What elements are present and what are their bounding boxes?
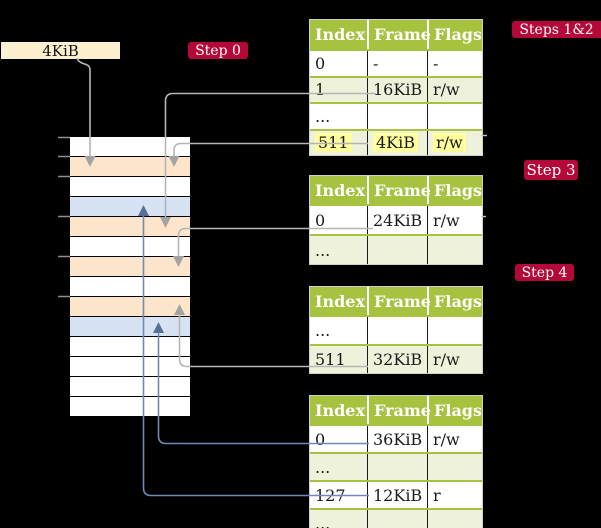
page-table-final-row-1-cell-2 [427, 454, 482, 480]
page-table-final-header-frame: Frame [367, 396, 431, 424]
memory-stack-row-4 [70, 197, 190, 216]
badge-step-4: Step 4 [515, 264, 574, 281]
stack-tick-marks [58, 136, 70, 298]
page-table-final-header-index: Index [315, 400, 366, 420]
highlighted-value: 511 [315, 133, 352, 153]
page-table-step-4-row-1-cell-2: r/w [427, 346, 482, 373]
page-table-step-4-row-1-cell-1: 32KiB [367, 346, 427, 373]
page-table-step-4-header-frame: Frame [367, 287, 431, 315]
page-table-steps-1-2-row-3-cell-0: 511 [310, 131, 367, 156]
page-table-final-row-0-cell-2: r/w [427, 426, 482, 452]
page-table-final-row-2-cell-0: 127 [315, 485, 346, 505]
page-table-steps-1-2-row-3-cell-1: 4KiB [367, 130, 427, 155]
memory-stack-row-2 [70, 157, 190, 176]
memory-stack-row-11 [70, 337, 190, 356]
page-table-final-header-flags: Flags [427, 396, 482, 424]
memory-stack-row-6 [70, 237, 190, 256]
page-table-step-4-header-index: Index [315, 291, 366, 311]
page-table-final-row-0-cell-0: 0 [315, 429, 326, 449]
page-table-step-3-row-0-cell-2: r/w [427, 206, 482, 234]
page-table-step-3-row-1: ... [310, 234, 482, 264]
page-table-steps-1-2-row-1-cell-0: 1 [315, 80, 326, 100]
page-table-steps-1-2-row-0-cell-2: - [427, 51, 482, 76]
page-table-step-3-header-index: Index [315, 180, 366, 200]
page-table-steps-1-2-row-0-cell-1: - [367, 51, 427, 76]
page-table-final-row-1: ... [310, 452, 482, 480]
page-table-steps-1-2-header-flags: Flags [427, 20, 482, 49]
page-size-box: 4KiB [1, 41, 120, 60]
badge-steps-1-2: Steps 1&2 [512, 21, 601, 38]
memory-stack-row-1 [70, 137, 190, 156]
page-table-final-row-2-cell-1: 12KiB [367, 482, 427, 508]
highlighted-value: 4KiB [373, 133, 419, 153]
page-table-step-3-header-frame: Frame [367, 176, 431, 204]
memory-stack-row-9 [70, 297, 190, 316]
page-table-steps-1-2-row-2-cell-2 [427, 104, 482, 129]
memory-stack-row-8 [70, 277, 190, 296]
page-table-step-4-row-0-cell-0: ... [315, 321, 331, 340]
page-table-final-row-0-cell-1: 36KiB [367, 426, 427, 452]
page-table-final-row-3-cell-0: ... [315, 513, 331, 528]
memory-stack-row-12 [70, 357, 190, 376]
page-table-step-4-row-0: ... [310, 315, 482, 344]
page-table-final-row-3-cell-2 [427, 510, 482, 528]
page-table-steps-1-2-row-2-cell-0: ... [315, 106, 331, 126]
page-table-step-3-row-1-cell-1 [367, 236, 427, 264]
page-size-label: 4KiB [42, 41, 79, 60]
badge-step-0: Step 0 [188, 42, 248, 59]
memory-stack-row-5 [70, 217, 190, 236]
page-table-step-4-row-0-cell-2 [427, 317, 482, 344]
page-table-steps-1-2-row-3: 511 4KiB r/w [310, 128, 482, 156]
page-table-steps-1-2-row-2-cell-1 [367, 104, 427, 129]
page-table-final-row-2-cell-2: r [427, 482, 482, 508]
page-table-final-row-3-cell-1 [367, 510, 427, 528]
page-table-step-3-row-0-cell-0: 0 [315, 210, 326, 230]
page-table-steps-1-2-row-1-cell-1: 16KiB [367, 77, 427, 102]
page-table-steps-1-2-row-2: ... [310, 102, 482, 129]
page-table-step-4-row-0-cell-1 [367, 317, 427, 344]
page-table-final-row-3: ... [310, 508, 482, 528]
page-table-step-3-row-1-cell-2 [427, 236, 482, 264]
page-table-step-4-row-1-cell-0: 511 [315, 350, 346, 369]
page-table-steps-1-2-row-0: 0 -- [310, 49, 482, 76]
page-table-steps-1-2-row-3-cell-2: r/w [427, 130, 482, 155]
page-table-steps-1-2-row-0-cell-0: 0 [315, 53, 326, 73]
memory-stack-row-10 [70, 317, 190, 336]
memory-stack-row-13 [70, 377, 190, 396]
page-table-step-3-header-flags: Flags [427, 176, 482, 204]
page-table-step-3-row-0-cell-1: 24KiB [367, 206, 427, 234]
memory-stack-row-14 [70, 397, 190, 416]
memory-stack-row-7 [70, 257, 190, 276]
page-table-step-4-header-flags: Flags [427, 287, 482, 315]
highlighted-value: r/w [433, 133, 466, 153]
page-table-step-3-row-1-cell-0: ... [315, 240, 331, 260]
memory-stack-row-3 [70, 177, 190, 196]
page-table-steps-1-2-row-1-cell-2: r/w [427, 77, 482, 102]
page-table-final-row-1-cell-1 [367, 454, 427, 480]
page-table-steps-1-2-header-index: Index [315, 25, 366, 44]
page-table-final-row-1-cell-0: ... [315, 457, 331, 477]
page-table-steps-1-2-header-frame: Frame [367, 20, 431, 49]
memory-stack [70, 137, 190, 416]
badge-step-3: Step 3 [524, 160, 578, 180]
